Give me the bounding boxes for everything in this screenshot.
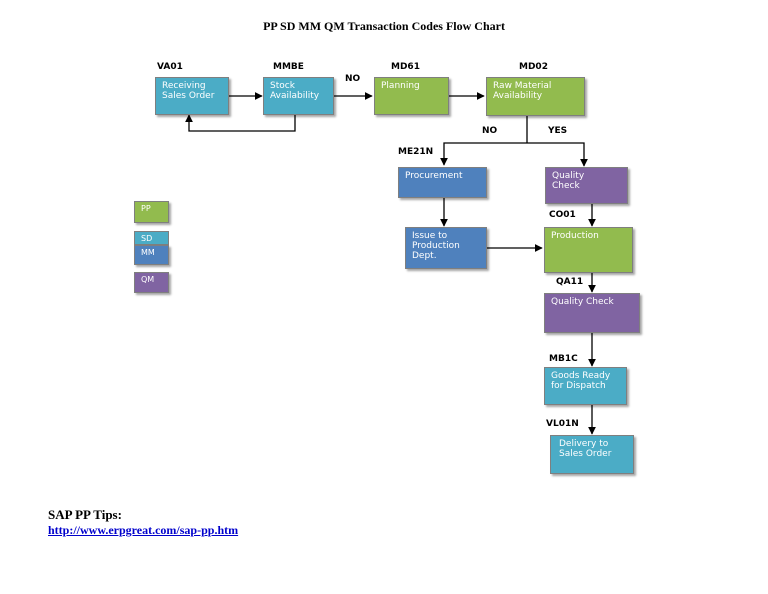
- node-procurement: Procurement: [398, 167, 487, 198]
- legend-mm: MM: [134, 245, 169, 265]
- node-quality-check-1: Quality Check: [545, 167, 628, 204]
- code-co01: CO01: [549, 210, 576, 220]
- node-raw-material-availability: Raw Material Availability: [486, 77, 585, 116]
- node-goods-ready-for-dispatch: Goods Ready for Dispatch: [544, 367, 627, 405]
- legend-qm: QM: [134, 272, 169, 293]
- node-issue-to-production: Issue to Production Dept.: [405, 227, 487, 269]
- code-va01: VA01: [157, 62, 183, 72]
- code-qa11: QA11: [556, 277, 584, 287]
- arrow-to-quality-check: [527, 142, 588, 167]
- label-no-procurement: NO: [482, 126, 498, 136]
- code-md02: MD02: [519, 62, 548, 72]
- arrow-to-procurement: [440, 142, 527, 166]
- node-delivery-to-sales-order: Delivery to Sales Order: [550, 435, 634, 474]
- tips-link[interactable]: http://www.erpgreat.com/sap-pp.htm: [48, 523, 239, 537]
- label-no-planning: NO: [345, 74, 361, 84]
- arrow-stock-loop-back: [185, 114, 296, 132]
- code-md61: MD61: [391, 62, 420, 72]
- node-planning: Planning: [374, 77, 449, 115]
- legend-sd: SD: [134, 231, 169, 245]
- code-mb1c: MB1C: [549, 354, 578, 364]
- tips-heading: SAP PP Tips:: [48, 507, 122, 522]
- node-production: Production: [544, 227, 633, 273]
- code-mmbe: MMBE: [273, 62, 304, 72]
- label-yes-quality: YES: [548, 126, 568, 136]
- node-stock-availability: Stock Availability: [263, 77, 334, 115]
- page-title: PP SD MM QM Transaction Codes Flow Chart: [263, 19, 505, 33]
- node-quality-check-2: Quality Check: [544, 293, 640, 333]
- code-me21n: ME21N: [398, 147, 434, 157]
- node-receiving-sales-order: Receiving Sales Order: [155, 77, 229, 115]
- code-vl01n: VL01N: [546, 419, 579, 429]
- legend-pp: PP: [134, 201, 169, 223]
